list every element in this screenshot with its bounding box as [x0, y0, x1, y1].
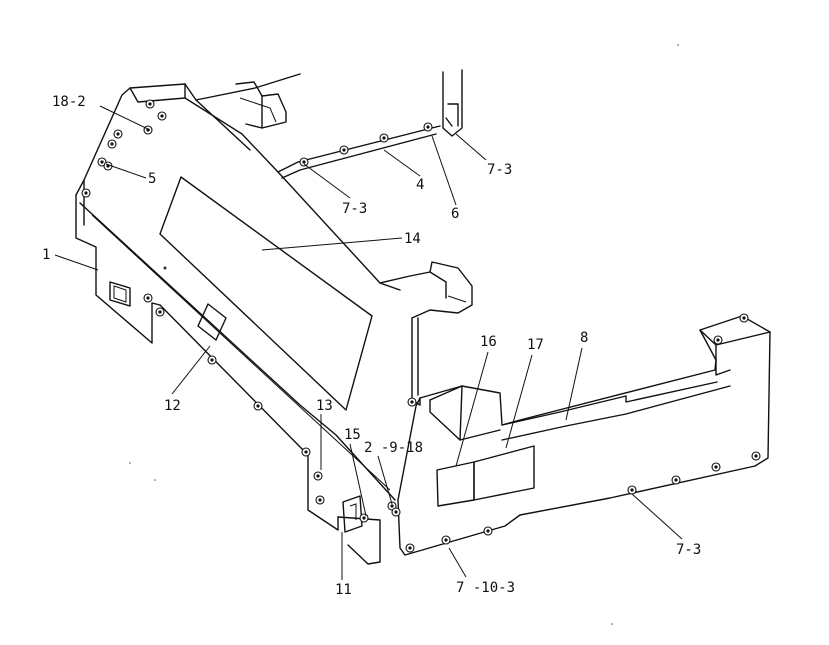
callout-2-9-18: 2 -9-18: [364, 440, 423, 505]
bolt-group: [81, 99, 761, 553]
callout-label: 12: [164, 398, 181, 414]
callout-11: 11: [335, 532, 352, 598]
callout-7-3-a: 7-3: [303, 163, 367, 217]
bolt-center: [158, 310, 162, 314]
side-panel-outline: [75, 73, 401, 565]
connector-block: [109, 281, 131, 307]
bolt-center: [302, 160, 306, 164]
bolt-center: [674, 478, 678, 482]
bolt-center: [410, 400, 414, 404]
callout-7-10-3: 7 -10-3: [448, 547, 515, 596]
rear-panel-outline: [397, 315, 771, 556]
callout-label: 1: [42, 247, 50, 263]
callout-label: 17: [527, 337, 544, 353]
bolt-center: [160, 114, 164, 118]
callout-label: 7-3: [487, 162, 512, 178]
callout-8: 8: [565, 330, 588, 421]
scan-specks: [129, 44, 679, 625]
callout-label: 7 -10-3: [456, 580, 515, 596]
callout-label: 4: [416, 177, 424, 193]
hanging-bracket: [379, 261, 473, 319]
callout-label: 7-3: [676, 542, 701, 558]
callout-1: 1: [42, 247, 99, 271]
bolt-center: [84, 191, 88, 195]
callout-label: 11: [335, 582, 352, 598]
bolt-center: [382, 136, 386, 140]
callout-label: 6: [451, 206, 459, 222]
bolt-center: [304, 450, 308, 454]
bolt-center: [210, 358, 214, 362]
bolt-center: [408, 546, 412, 550]
callout-label: 16: [480, 334, 497, 350]
bracket-15: [342, 495, 363, 533]
callout-15: 15: [344, 427, 367, 517]
bolt-center: [486, 529, 490, 533]
label-plates-16-17: [436, 445, 535, 507]
decal-panel-14: [159, 176, 373, 411]
callout-label: 14: [404, 231, 421, 247]
upper-right-bracket: [442, 69, 463, 137]
middle-rail: [277, 125, 441, 179]
callout-14: 14: [261, 231, 421, 251]
callout-6: 6: [431, 135, 459, 222]
bolt-center: [318, 498, 322, 502]
callout-7-3-b: 7-3: [455, 133, 512, 178]
callout-16: 16: [455, 334, 497, 467]
bolt-center: [390, 504, 394, 508]
callout-label: 7-3: [342, 201, 367, 217]
callout-7-3-c: 7-3: [631, 493, 701, 558]
bolt-center: [754, 454, 758, 458]
callout-4: 4: [383, 149, 424, 193]
callout-17: 17: [505, 337, 544, 449]
callout-18-2: 18-2: [52, 94, 151, 131]
bolt-center: [116, 132, 120, 136]
decal-panel-12: [197, 303, 227, 341]
bolt-center: [256, 404, 260, 408]
callout-13: 13: [316, 398, 333, 470]
bolt-center: [100, 160, 104, 164]
bolt-center: [146, 296, 150, 300]
callout-label: 15: [344, 427, 361, 443]
bolt-center: [426, 125, 430, 129]
bolt-center: [716, 338, 720, 342]
callout-label: 18-2: [52, 94, 86, 110]
bolt-center: [362, 516, 366, 520]
bolt-center: [630, 488, 634, 492]
bolt-center: [714, 465, 718, 469]
callout-label: 5: [148, 171, 156, 187]
bolt-center: [444, 538, 448, 542]
callout-12: 12: [164, 345, 211, 414]
bolt-center: [742, 316, 746, 320]
callout-label: 2 -9-18: [364, 440, 423, 456]
callout-label: 13: [316, 398, 333, 414]
bolt-center: [316, 474, 320, 478]
callout-5: 5: [105, 163, 156, 187]
bolt-center: [394, 510, 398, 514]
bolt-center: [148, 102, 152, 106]
callout-label: 8: [580, 330, 588, 346]
connecting-post: [411, 317, 421, 406]
top-mounting-tab: [235, 81, 287, 129]
bolt-center: [110, 142, 114, 146]
bolt-center: [342, 148, 346, 152]
